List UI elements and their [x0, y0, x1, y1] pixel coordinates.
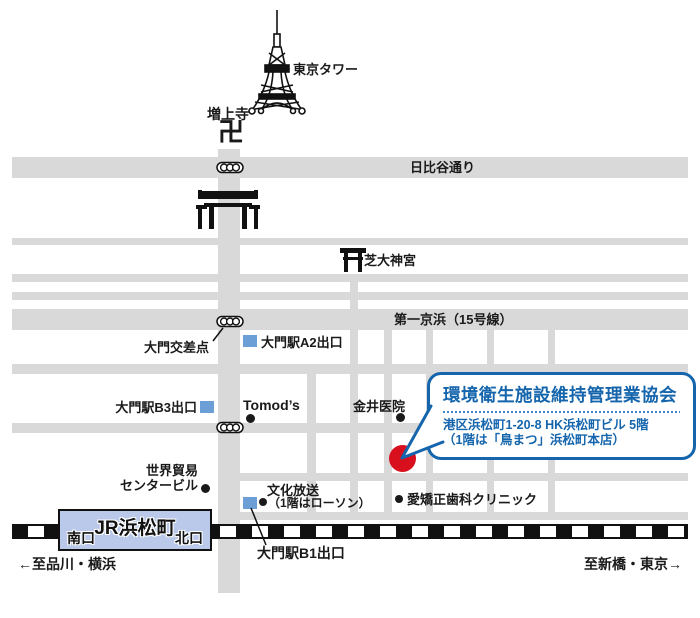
tomods-label: Tomod’s [243, 397, 300, 413]
bunka-hoso-note: （1階はローソン） [268, 496, 371, 510]
wtc-label-line2: センタービル [119, 478, 198, 493]
road-h8 [218, 473, 688, 481]
callout-divider [443, 411, 680, 413]
wtc-dot [201, 484, 210, 493]
callout-address-line1: 港区浜松町1-20-8 HK浜松町ビル 5階 [443, 418, 649, 432]
station-name: JR浜松町 [94, 518, 176, 539]
exit-b3-label: 大門駅B3出口 [115, 400, 197, 415]
road-h9 [218, 512, 688, 520]
orthodontic-clinic-dot [395, 495, 403, 503]
station-south-exit: 南口 [67, 530, 95, 546]
traffic-light-icon [216, 315, 244, 328]
direction-to-shinagawa: ←至品川・横浜 [18, 556, 116, 572]
hibiya-dori-label: 日比谷通り [410, 160, 476, 175]
shiba-daijingu-label: 芝大神宮 [364, 253, 417, 268]
daimon-gate-icon [196, 190, 260, 230]
tokyo-tower-label: 東京タワー [293, 62, 359, 77]
road-main-vertical [218, 149, 240, 593]
destination-callout: 環境衛生施設維持管理業協会 港区浜松町1-20-8 HK浜松町ビル 5階 （1階… [427, 372, 696, 460]
callout-address-line2: （1階は「鳥まつ」浜松町本店） [443, 433, 625, 447]
orthodontic-clinic-label: 愛矯正歯科クリニック [407, 492, 538, 507]
tomods-dot [246, 414, 255, 423]
traffic-light-icon [216, 161, 244, 174]
pointer-line-b1 [248, 506, 270, 548]
wtc-label-line1: 世界貿易 [145, 463, 198, 478]
station-north-exit: 北口 [175, 530, 203, 546]
zojoji-label: 増上寺 [207, 106, 249, 122]
torii-icon [340, 246, 366, 272]
callout-title: 環境衛生施設維持管理業協会 [443, 385, 677, 405]
exit-a2-square [243, 335, 257, 347]
exit-b1-square [243, 497, 257, 509]
road-h2 [12, 238, 688, 245]
road-v2 [384, 330, 392, 512]
bunka-hoso-label: 文化放送 [267, 483, 320, 498]
exit-a2-label: 大門駅A2出口 [261, 335, 343, 350]
pointer-line-intersection [210, 325, 228, 343]
exit-b3-square [200, 401, 214, 413]
traffic-light-icon [216, 421, 244, 434]
road-v1 [350, 276, 358, 512]
kanai-clinic-dot [396, 413, 405, 422]
bunka-hoso-dot [259, 498, 267, 506]
daiichi-keihin-label: 第一京浜（15号線） [394, 312, 513, 327]
jr-hamamatsucho-station: JR浜松町 南口 北口 [58, 509, 212, 551]
manji-symbol: 卍 [218, 117, 245, 147]
road-hibiya-dori [12, 157, 688, 178]
callout-tail [395, 402, 449, 464]
direction-to-shimbashi: 至新橋・東京→ [584, 556, 682, 572]
road-v6 [307, 374, 316, 512]
exit-b1-label: 大門駅B1出口 [257, 545, 345, 561]
daimon-intersection-label: 大門交差点 [144, 340, 210, 355]
tokyo-tower-icon [248, 10, 306, 118]
kanai-clinic-label: 金井医院 [353, 399, 406, 414]
